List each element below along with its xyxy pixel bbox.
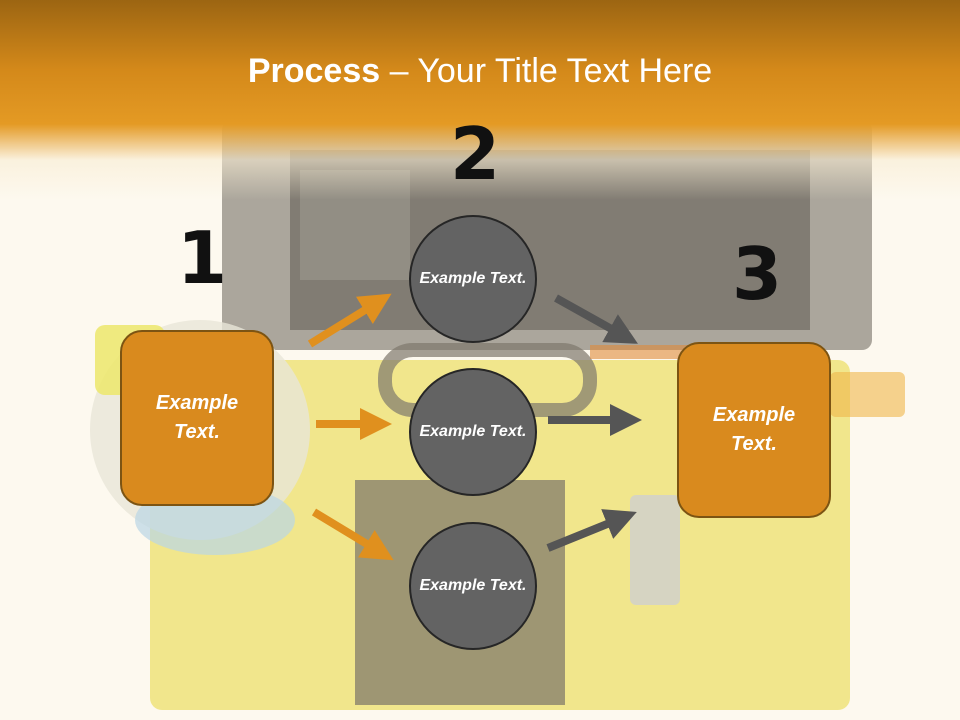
circle-top-label: Example Text. bbox=[419, 270, 527, 288]
step-2-circle-bottom: Example Text. bbox=[409, 522, 537, 650]
step-number-3: 3 bbox=[732, 232, 783, 316]
slide-title: Process – Your Title Text Here bbox=[0, 52, 960, 91]
step-number-1: 1 bbox=[177, 216, 228, 300]
step-1-box: Example Text. bbox=[120, 330, 274, 506]
title-bold-part: Process bbox=[247, 52, 381, 90]
circle-bottom-label: Example Text. bbox=[419, 577, 527, 595]
arrow-circle-bottom-to-box3 bbox=[546, 509, 637, 552]
header-band bbox=[0, 0, 960, 200]
step-1-box-label: Example Text. bbox=[155, 392, 239, 443]
arrow-box1-to-circle-bottom bbox=[311, 508, 394, 561]
step-2-circle-top: Example Text. bbox=[409, 215, 537, 343]
step-3-box-label: Example Text. bbox=[712, 404, 796, 455]
arrow-circle-top-to-box3 bbox=[554, 294, 638, 344]
title-rest-part: – Your Title Text Here bbox=[380, 52, 713, 90]
circle-middle-label: Example Text. bbox=[419, 423, 527, 441]
arrow-box1-to-circle-top bbox=[307, 293, 392, 348]
step-3-box: Example Text. bbox=[677, 342, 831, 518]
step-number-2: 2 bbox=[450, 112, 501, 196]
step-2-circle-middle: Example Text. bbox=[409, 368, 537, 496]
